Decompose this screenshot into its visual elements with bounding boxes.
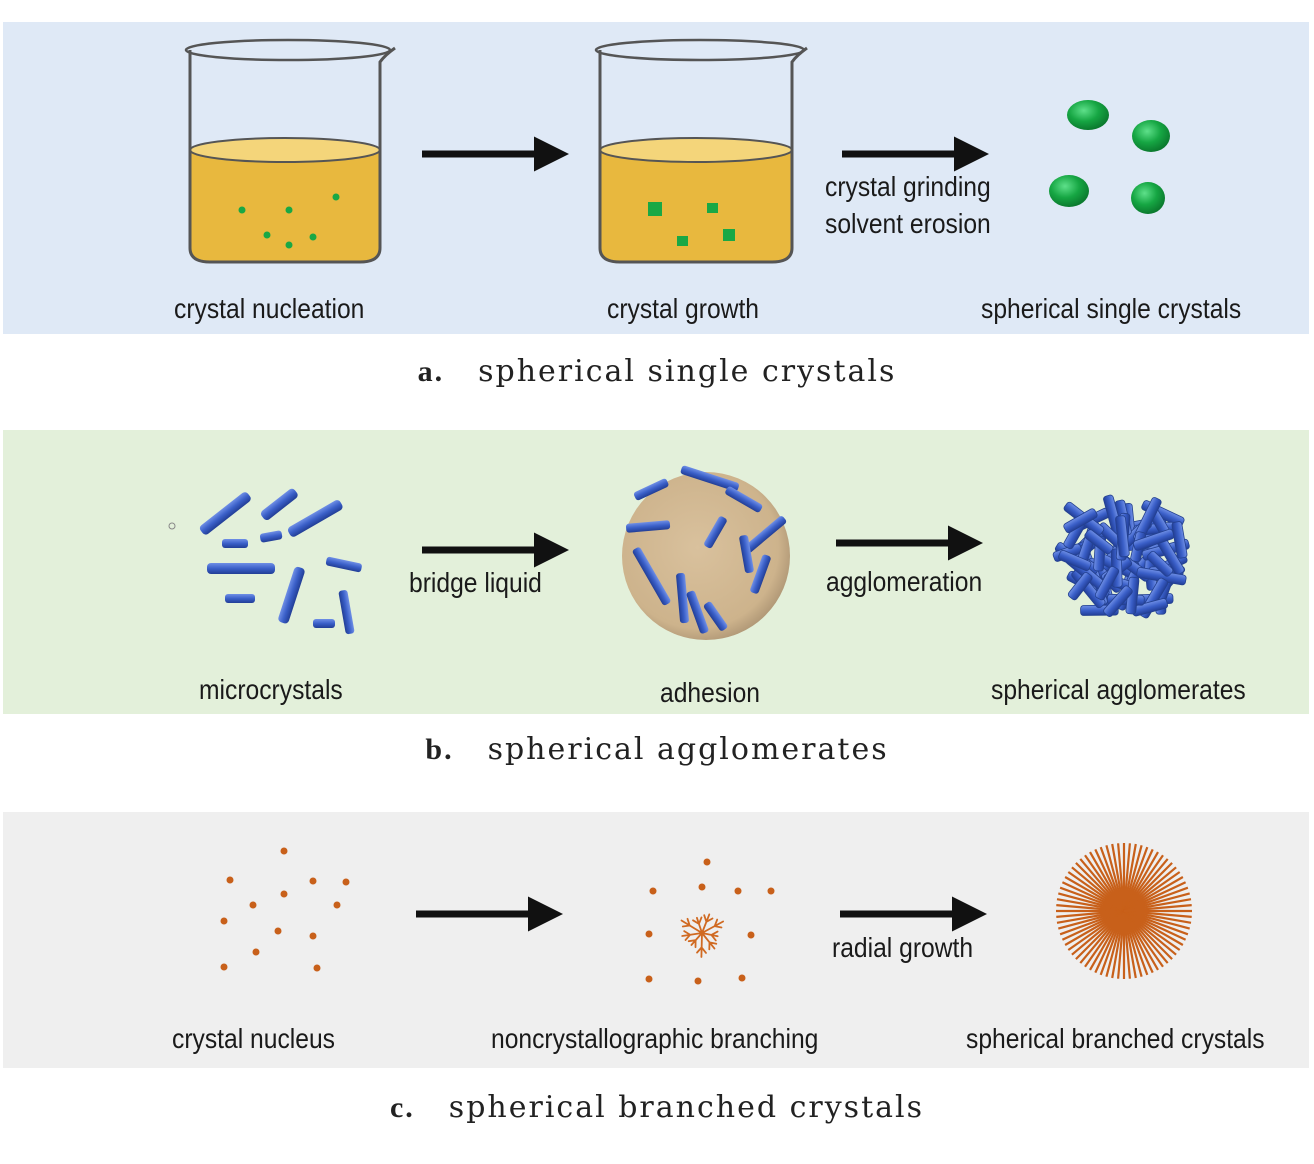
caption-a-text: spherical single crystals [478,354,897,389]
caption-b: b. spherical agglomerates [0,732,1314,767]
caption-b-letter: b. [425,733,454,766]
beaker-growth [594,38,808,264]
caption-b-text: spherical agglomerates [487,732,889,767]
arrow-label-solvent-erosion: solvent erosion [825,208,991,239]
stage-label-crystal-nucleation: crystal nucleation [174,293,365,324]
stage-label-crystal-nucleus: crystal nucleus [172,1023,335,1054]
stage-label-spherical-single-crystals: spherical single crystals [981,293,1242,324]
caption-c-text: spherical branched crystals [448,1090,925,1125]
beaker-nucleation [184,38,396,264]
branching-icon [645,858,775,985]
arrow-label-radial-growth: radial growth [832,932,974,963]
caption-c: c. spherical branched crystals [0,1090,1314,1125]
spherical-branched-crystals-icon [1056,843,1192,979]
caption-c-letter: c. [389,1091,415,1124]
stage-label-spherical-agglomerates: spherical agglomerates [991,674,1246,705]
arrow-label-agglomeration: agglomeration [826,566,983,597]
caption-a: a. spherical single crystals [0,354,1314,389]
stage-label-spherical-branched-crystals: spherical branched crystals [966,1023,1265,1054]
microcrystals-icon [199,488,362,635]
tiny-circle-mark [168,522,176,530]
stage-label-microcrystals: microcrystals [199,674,343,705]
stage-label-noncrystallographic-branching: noncrystallographic branching [491,1023,819,1054]
stage-label-crystal-growth: crystal growth [607,293,759,324]
arrow-label-bridge-liquid: bridge liquid [409,567,542,598]
spherical-single-crystals-icon [1049,100,1170,214]
arrow-label-crystal-grinding: crystal grinding [825,171,991,202]
caption-a-letter: a. [417,355,445,388]
crystal-nucleus-icon [220,847,350,972]
stage-label-adhesion: adhesion [660,677,761,708]
adhesion-droplet-icon [622,465,790,640]
spherical-agglomerates-icon [1052,494,1190,619]
